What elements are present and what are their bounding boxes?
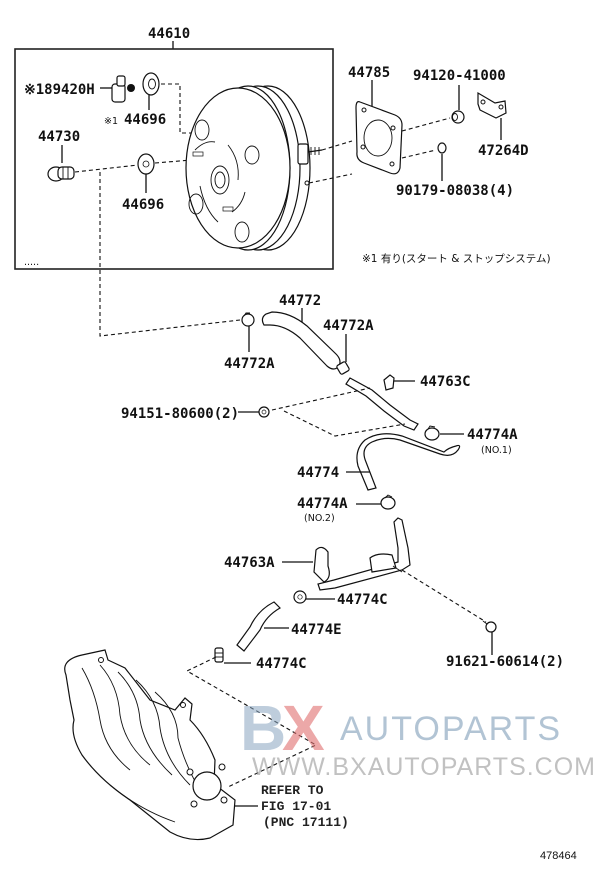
- label-90179-08038[interactable]: 90179-08038(4): [396, 183, 514, 199]
- dash-44696-top: [161, 83, 193, 134]
- label-89420H[interactable]: ※189420H: [24, 82, 95, 98]
- dash-stud-upper: [321, 140, 353, 151]
- dash-pipe-bolt: [401, 569, 487, 623]
- label-44774A-no1[interactable]: 44774A: [467, 427, 518, 443]
- label-44785[interactable]: 44785: [348, 65, 390, 81]
- label-44774[interactable]: 44774: [297, 465, 339, 481]
- label-44763A[interactable]: 44763A: [224, 555, 275, 571]
- label-94120-41000[interactable]: 94120-41000: [413, 68, 506, 84]
- start-stop-note: ※1 有り(スタート & ストップシステム): [362, 252, 551, 265]
- bracket-47264D[interactable]: [477, 91, 507, 119]
- refer-line-2[interactable]: FIG 17-01: [261, 799, 331, 814]
- assembly-frame: [14, 48, 334, 270]
- gasket-group: 44785 94120-41000 47264D 90179-: [348, 65, 551, 265]
- label-44774E[interactable]: 44774E: [291, 622, 342, 638]
- note-mark-44696: ※1: [104, 116, 118, 127]
- lower-pipe-group: 44763A 44774C 91621-60614(2) 44774E 4477…: [185, 517, 564, 788]
- label-44774C-lower[interactable]: 44774C: [256, 656, 307, 672]
- intake-manifold[interactable]: [64, 649, 236, 841]
- label-44774A-no2[interactable]: 44774A: [297, 496, 348, 512]
- clamp-44774C-upper[interactable]: [293, 590, 307, 604]
- brake-booster-body[interactable]: [185, 85, 323, 251]
- hose-44774[interactable]: [356, 433, 461, 491]
- watermark-url: WWW.BXAUTOPARTS.COM: [252, 753, 596, 781]
- label-44763C[interactable]: 44763C: [420, 374, 471, 390]
- check-valve-44730[interactable]: [47, 166, 75, 182]
- pipe-44763C[interactable]: [345, 374, 419, 431]
- clamp-44774A-no2[interactable]: [380, 494, 396, 510]
- refer-line-1: REFER TO: [261, 783, 324, 798]
- clamp-44772A-right[interactable]: [336, 361, 350, 375]
- label-44772A-left[interactable]: 44772A: [224, 356, 275, 372]
- label-44774A-no2-sub: (NO.2): [304, 513, 335, 524]
- dash-grommet-booster: [154, 154, 253, 164]
- dash-checkvalve-clamp: [99, 172, 241, 337]
- dash-stud-lower: [308, 173, 353, 184]
- label-94151-80600[interactable]: 94151-80600(2): [121, 406, 239, 422]
- watermark-b: B: [240, 692, 286, 764]
- bolt-91621-60614[interactable]: [482, 620, 497, 633]
- upper-hose-group: 44772A 44772 44772A 44763C 94151-80600(2…: [99, 172, 471, 437]
- label-91621-60614[interactable]: 91621-60614(2): [446, 654, 564, 670]
- nut-90179-08038[interactable]: [437, 142, 447, 154]
- clamp-44772A-left[interactable]: [241, 312, 255, 327]
- booster-assembly-group: 44610 ※189420H ※1 44696 44730: [14, 26, 334, 271]
- bolt-94151-80600[interactable]: [258, 406, 270, 418]
- dash-clamp-manifold: [185, 656, 318, 788]
- hose-44774E[interactable]: [236, 601, 281, 652]
- label-44696[interactable]: 44696: [122, 197, 164, 213]
- label-44772A-right[interactable]: 44772A: [323, 318, 374, 334]
- clamp-44774A-no1[interactable]: [424, 425, 440, 441]
- clamp-44774C-lower[interactable]: [214, 647, 224, 663]
- label-44774C-upper[interactable]: 44774C: [337, 592, 388, 608]
- grommet-44696[interactable]: [137, 153, 155, 175]
- label-44730[interactable]: 44730: [38, 129, 80, 145]
- dash-gasket-nut-upper: [401, 117, 451, 132]
- label-44610[interactable]: 44610: [148, 26, 190, 42]
- middle-hose-group: 44774A (NO.1) 44774 44774A (NO.2): [297, 425, 518, 524]
- dash-94151-upper: [271, 387, 371, 411]
- watermark-x: X: [282, 692, 325, 764]
- refer-line-3: (PNC 17111): [263, 815, 349, 830]
- hose-44772[interactable]: [261, 311, 341, 370]
- frame-corner-mark: ·····: [24, 260, 39, 271]
- label-47264D[interactable]: 47264D: [478, 143, 529, 159]
- pipe-44763A-assembly[interactable]: [313, 517, 411, 591]
- vacuum-switch-89420H[interactable]: [111, 75, 135, 103]
- dash-44730-grommet: [74, 164, 139, 173]
- grommet-44696-top[interactable]: [142, 72, 160, 96]
- label-44772[interactable]: 44772: [279, 293, 321, 309]
- gasket-44785[interactable]: [355, 101, 403, 175]
- dash-gasket-nut-lower: [401, 149, 437, 159]
- nut-94120-41000[interactable]: [451, 110, 465, 124]
- watermark-autoparts: AUTOPARTS: [340, 710, 562, 748]
- label-44696-top[interactable]: 44696: [124, 112, 166, 128]
- label-44774A-no1-sub: (NO.1): [481, 445, 512, 456]
- watermark: B X AUTOPARTS WWW.BXAUTOPARTS.COM: [240, 692, 596, 781]
- figure-id: 478464: [540, 850, 577, 862]
- dash-94151-lower: [283, 410, 406, 437]
